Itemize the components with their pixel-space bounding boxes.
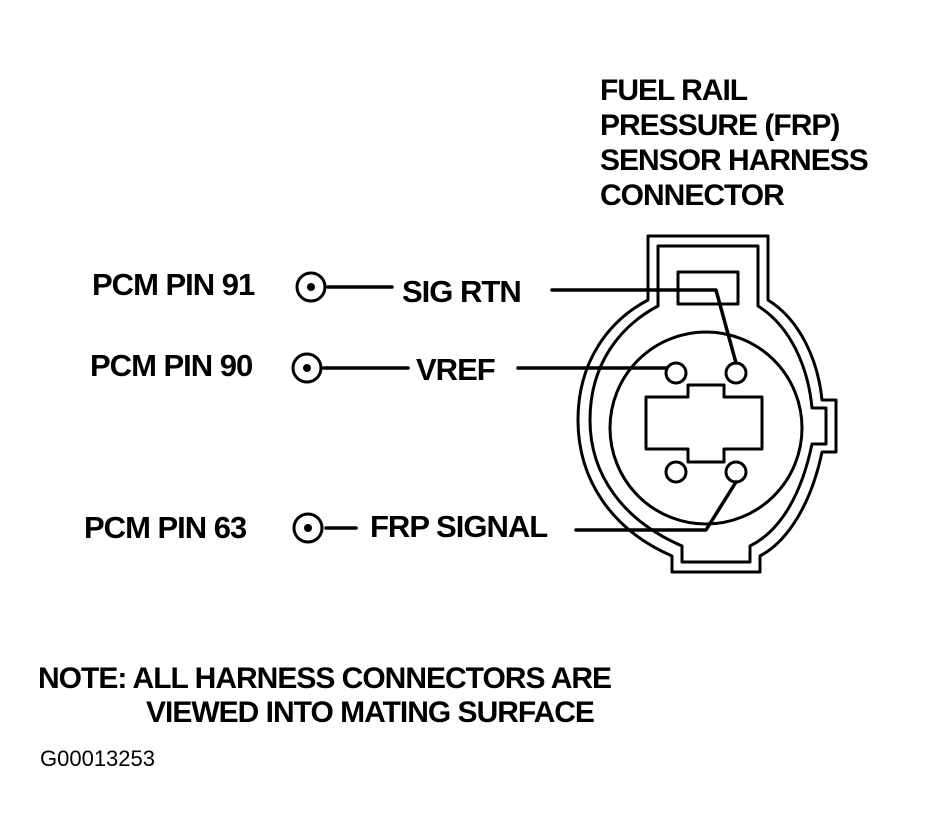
signal-label-sig-rtn: SIG RTN	[402, 274, 521, 309]
note-line-1: NOTE: ALL HARNESS CONNECTORS ARE	[38, 662, 611, 695]
wire-frp-signal	[574, 480, 738, 532]
signal-label-vref: VREF	[416, 352, 495, 387]
connector-housing	[576, 234, 838, 574]
pcm-terminals	[291, 271, 327, 544]
wire-leaders	[322, 285, 738, 532]
latch-key	[676, 270, 740, 306]
signal-label-frp-signal: FRP SIGNAL	[370, 509, 547, 544]
pcm-pin-91-label: PCM PIN 91	[92, 267, 255, 302]
terminal-pin-top-right	[724, 361, 748, 385]
pcm-terminal-91-dot	[307, 283, 315, 291]
title-line-4: CONNECTOR	[600, 179, 785, 212]
terminal-pin-bottom-left	[664, 460, 688, 484]
terminal-pins	[664, 361, 748, 484]
note-line-2: VIEWED INTO MATING SURFACE	[146, 696, 594, 729]
title-line-1: FUEL RAIL	[600, 74, 748, 107]
socket-ring	[608, 330, 804, 526]
pcm-pin-90-label: PCM PIN 90	[90, 348, 252, 383]
terminal-block	[644, 383, 764, 464]
housing-inner-outline	[588, 244, 828, 564]
wire-sig-rtn	[550, 288, 738, 365]
pcm-terminal-63-dot	[304, 524, 312, 532]
title-line-3: SENSOR HARNESS	[600, 144, 868, 177]
terminal-pin-bottom-right	[724, 460, 748, 484]
connector-title: FUEL RAIL PRESSURE (FRP) SENSOR HARNESS …	[600, 74, 869, 212]
figure-id: G00013253	[40, 746, 155, 771]
pcm-terminal-90-dot	[303, 364, 311, 372]
terminal-pin-top-left	[664, 361, 688, 385]
housing-outer-outline	[576, 234, 838, 574]
pcm-pin-63-label: PCM PIN 63	[84, 510, 247, 545]
title-line-2: PRESSURE (FRP)	[600, 109, 839, 142]
